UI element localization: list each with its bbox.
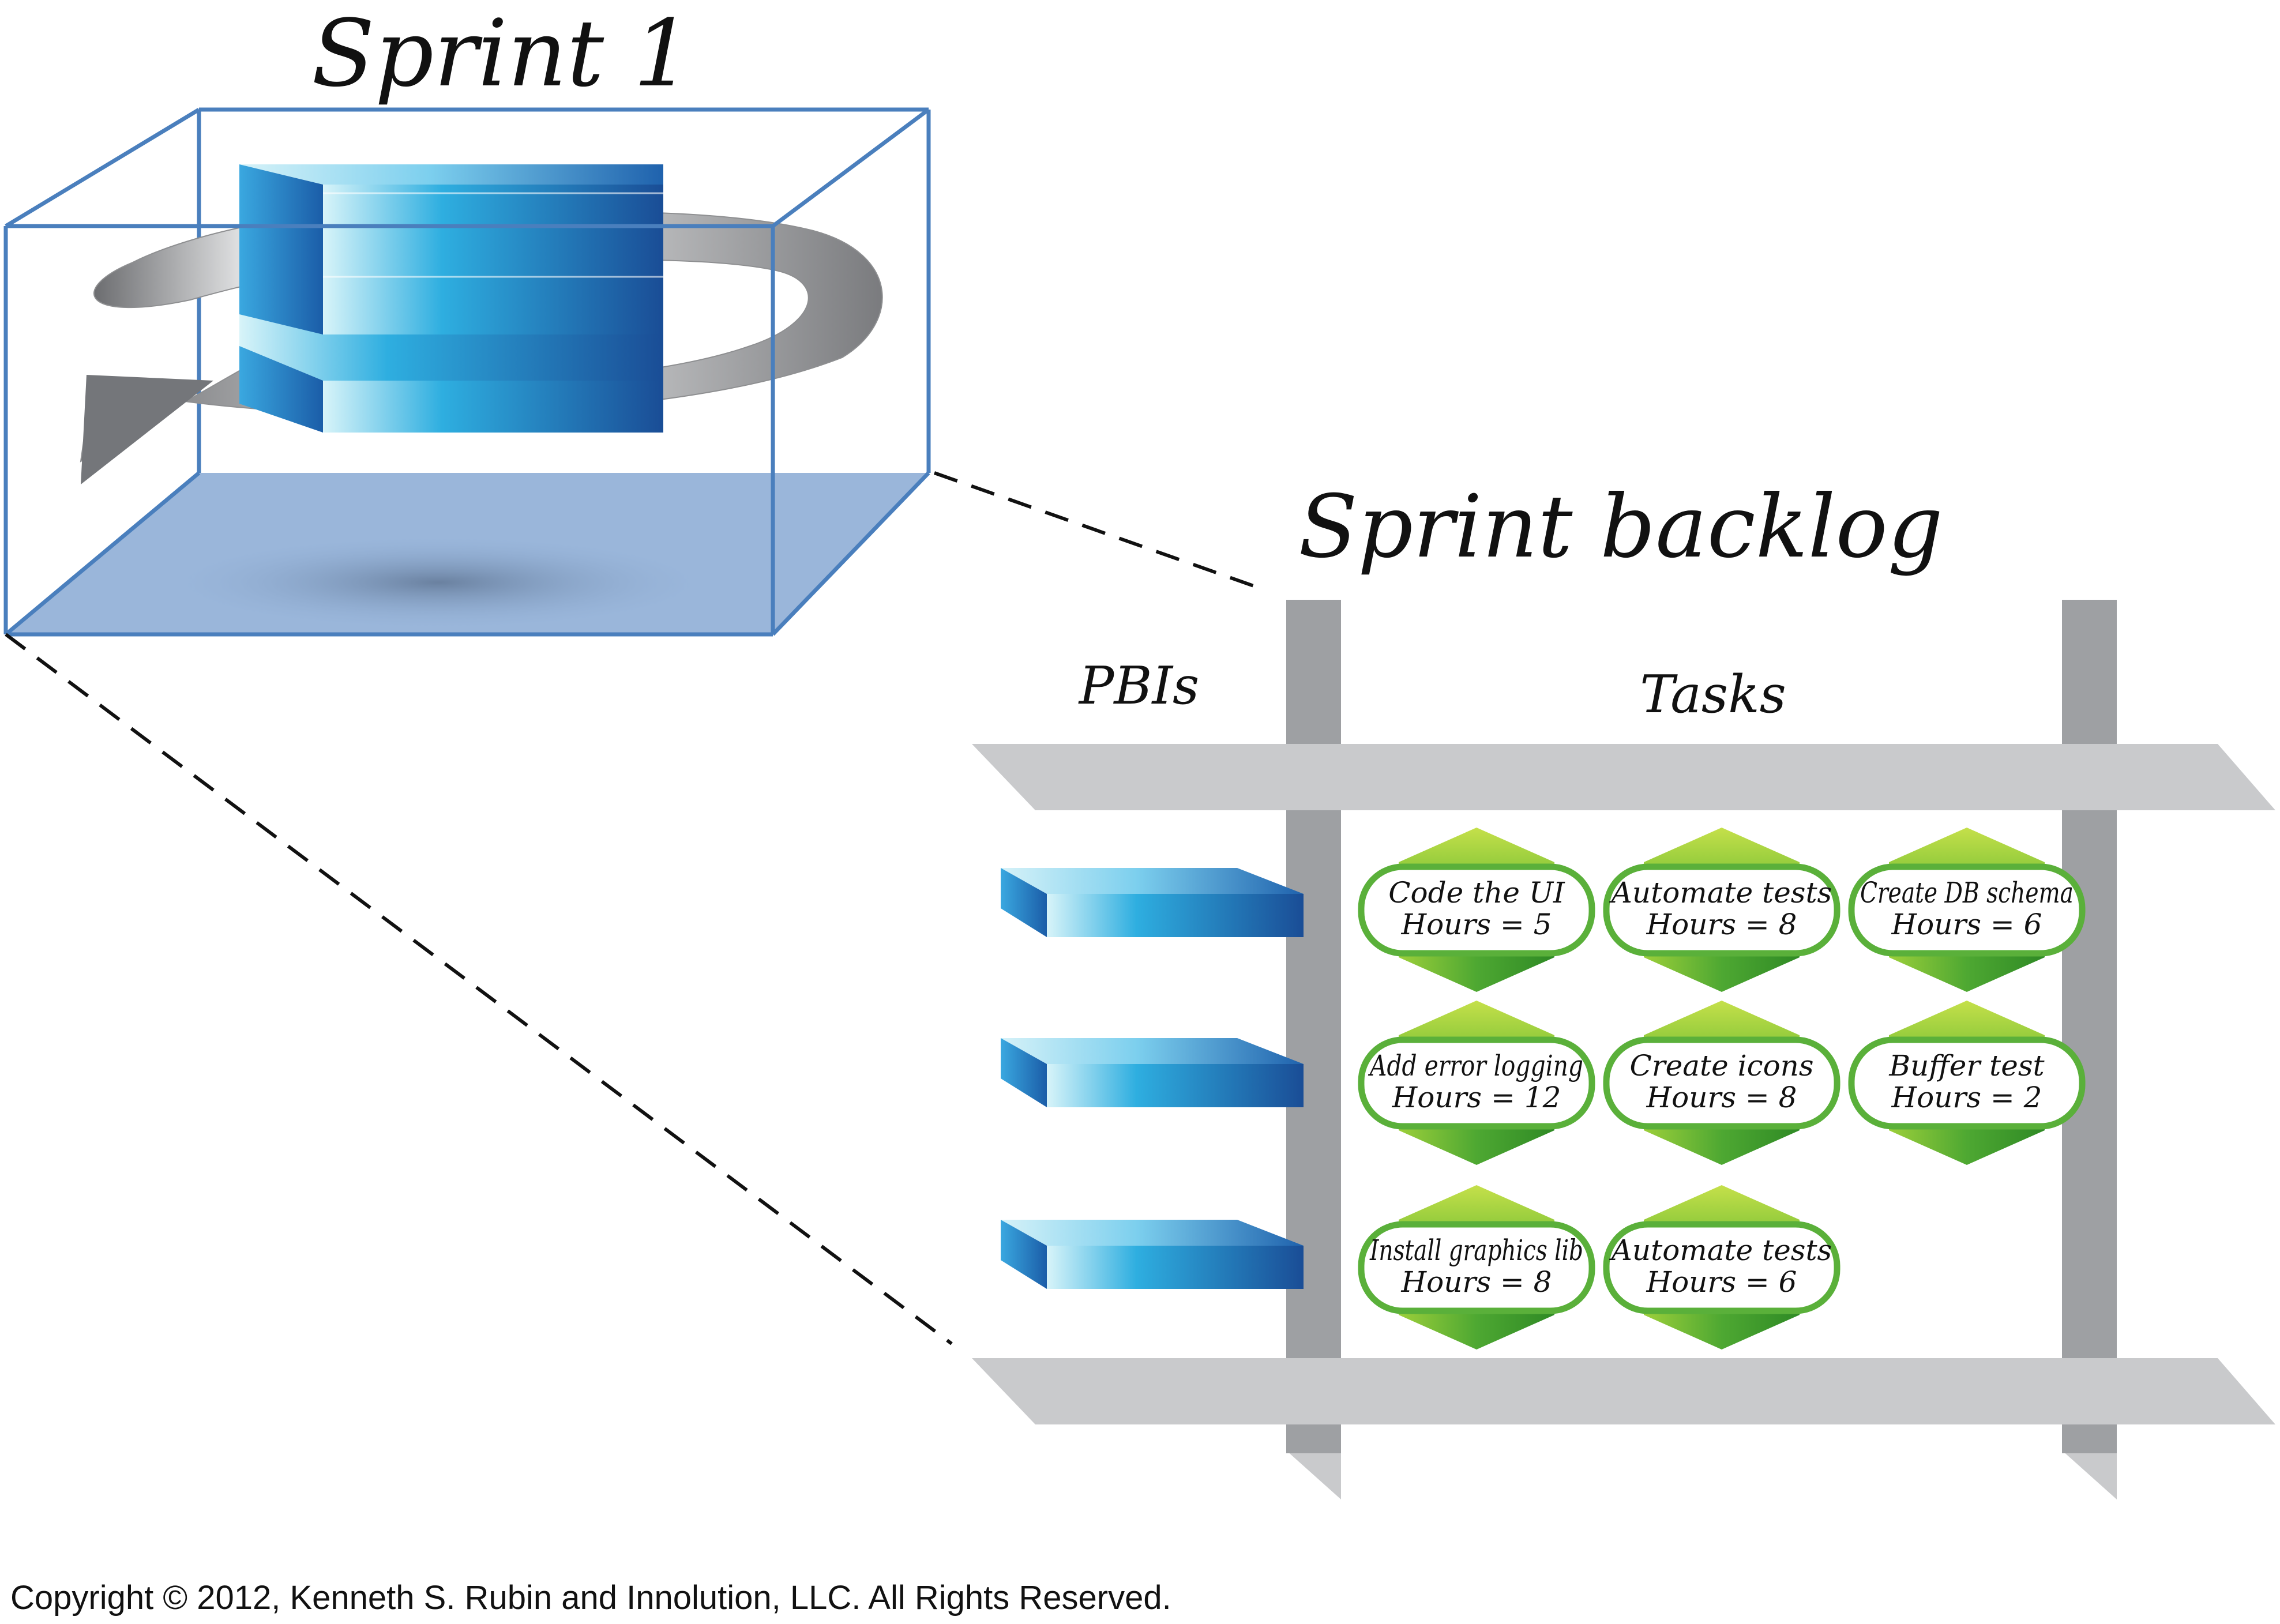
pbi-bar-3 xyxy=(1001,1220,1304,1289)
task-name: Automate tests xyxy=(1609,1234,1832,1267)
sprint-title: Sprint 1 xyxy=(311,0,692,107)
stack-pbi-1 xyxy=(239,164,663,262)
task-name: Code the UI xyxy=(1388,876,1565,909)
sprint-box-front-edges xyxy=(3,108,930,637)
pbis-header: PBIs xyxy=(1078,656,1199,716)
task-label-pill xyxy=(1358,863,1595,957)
floor-shadow xyxy=(173,536,704,629)
task-label-pill xyxy=(1603,863,1840,957)
task-hours: Hours = 5 xyxy=(1401,908,1552,941)
task-name: Install graphics lib xyxy=(1369,1234,1583,1267)
copyright-text: Copyright © 2012, Kenneth S. Rubin and I… xyxy=(10,1579,1171,1617)
task-hours: Hours = 8 xyxy=(1646,908,1797,941)
task-label-pill xyxy=(1358,1221,1595,1314)
pbi-column xyxy=(1001,868,1304,1289)
task-hours: Hours = 2 xyxy=(1891,1081,2042,1114)
task-name: Add error logging xyxy=(1368,1049,1583,1082)
task-hours: Hours = 6 xyxy=(1646,1265,1797,1299)
task-name: Create DB schema xyxy=(1860,876,2074,909)
sprint-backlog-board: Sprint backlog PBIs Tasks Code the UIHou… xyxy=(972,477,2275,1499)
pbi-bar-2 xyxy=(1001,1038,1304,1107)
top-shelf xyxy=(972,744,2275,810)
task-label-pill xyxy=(1358,1036,1595,1130)
task-label-pill xyxy=(1603,1036,1840,1130)
task-name: Buffer test xyxy=(1888,1049,2045,1082)
task-label-pill xyxy=(1603,1221,1840,1314)
task-name: Create icons xyxy=(1629,1049,1813,1082)
task-hours: Hours = 12 xyxy=(1392,1081,1561,1114)
task-label-pill xyxy=(1848,1036,2086,1130)
backlog-title: Sprint backlog xyxy=(1298,477,1943,577)
bottom-shelf xyxy=(972,1358,2275,1424)
tasks-header: Tasks xyxy=(1640,664,1786,725)
pbi-bar-1 xyxy=(1001,868,1304,937)
task-label-pill xyxy=(1848,863,2086,957)
task-hours: Hours = 8 xyxy=(1401,1265,1552,1299)
sprint-pbi-stack xyxy=(239,164,663,433)
board-posts xyxy=(1286,600,2117,1499)
task-hours: Hours = 8 xyxy=(1646,1081,1797,1114)
task-name: Automate tests xyxy=(1609,876,1832,909)
callout-lines xyxy=(5,471,1261,1345)
sprint-box: Sprint 1 xyxy=(3,0,931,637)
task-hours: Hours = 6 xyxy=(1891,908,2042,941)
